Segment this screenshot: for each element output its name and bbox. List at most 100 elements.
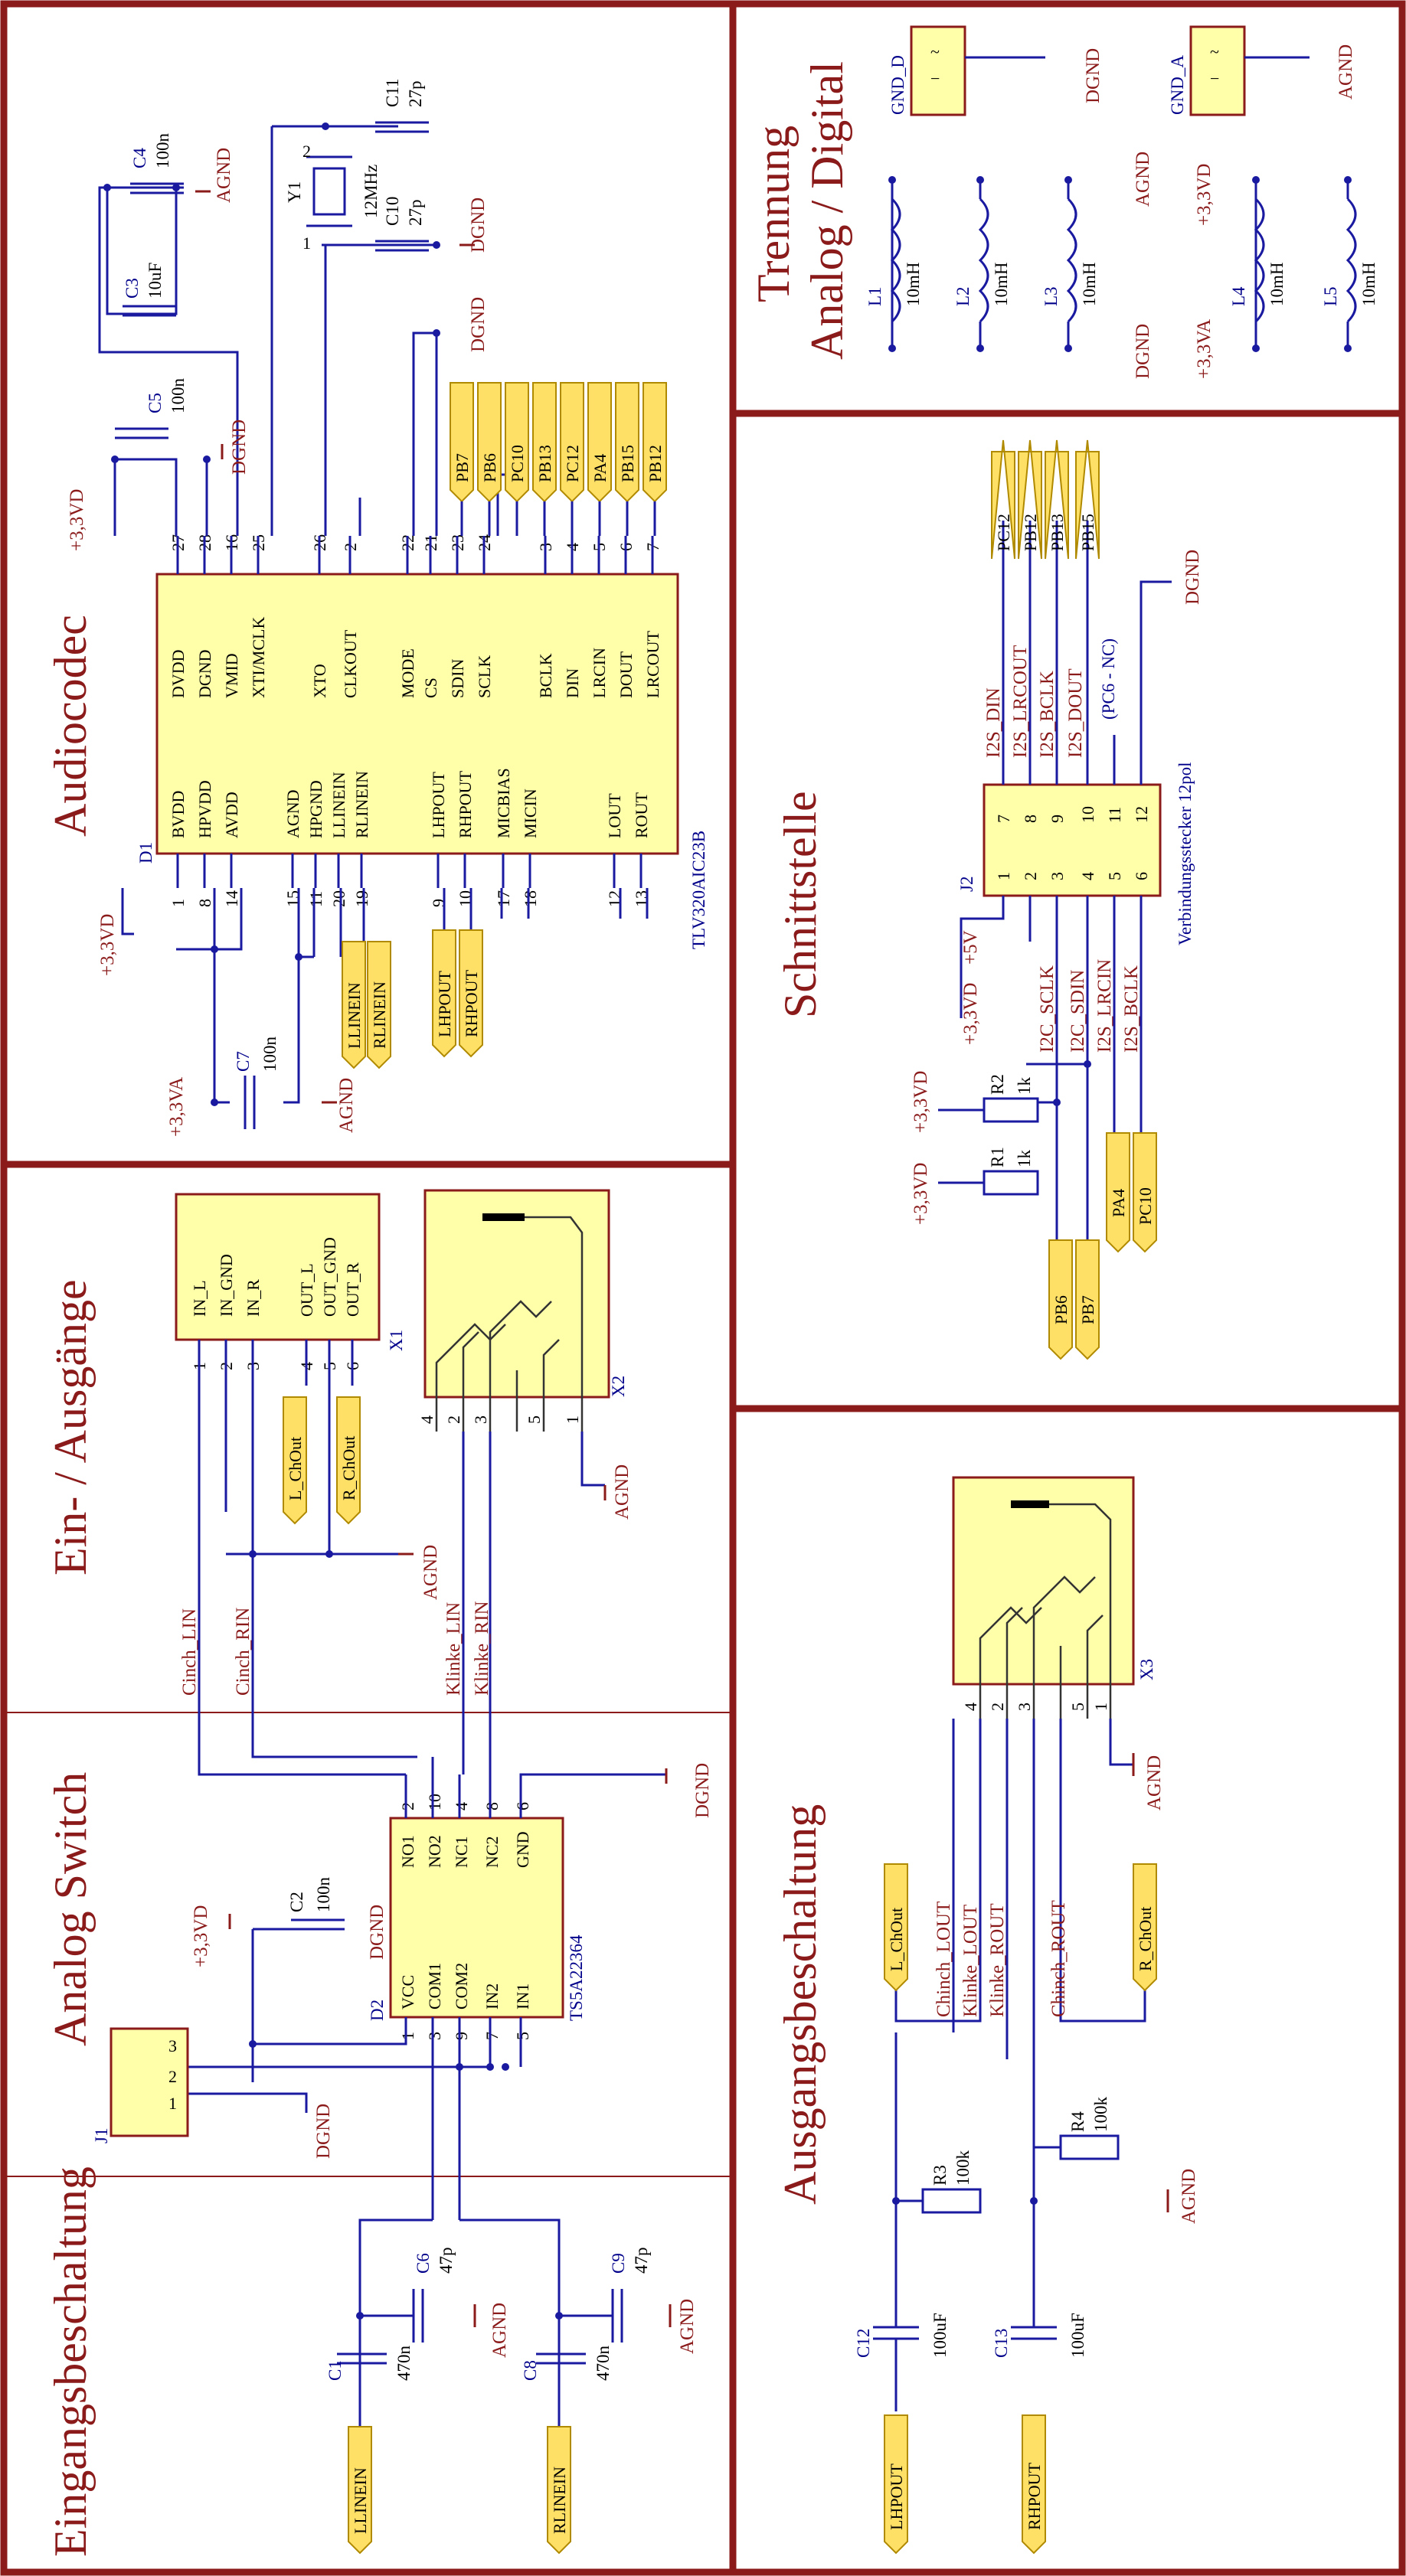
rail-v5: +5V [960,930,981,965]
cap-c8: C8 470n [521,2346,613,2382]
codec-pin-micbias: MICBIAS [494,768,513,838]
tag-l-chout-1: L_ChOut [286,1437,305,1500]
tag-rlinein-1: RLINEIN [370,981,389,1049]
title-ein-ausgaenge: Ein- / Ausgänge [45,1279,96,1575]
rail-agnd-1: AGND [214,148,234,203]
r2-value: 1k [1015,1077,1034,1095]
tag-rhpout-1: RHPOUT [462,969,481,1037]
j2-ref: J2 [957,877,976,892]
title-eingangsbeschaltung: Eingangsbeschaltung [45,2166,96,2557]
codec-pin-xti-mclk: XTI/MCLK [249,617,268,698]
j2-pin-2: 2 [1021,872,1040,880]
gndd-label: GND_D [888,55,907,115]
y1-pin2: 2 [302,142,311,161]
codec-pin-dout: DOUT [616,651,636,698]
codec-pin-xto: XTO [310,664,329,698]
x3-pin-3: 3 [1015,1703,1034,1711]
net-chinch-lout: Chinch_LOUT [934,1902,954,2017]
tag-lhpout-codec: LHPOUT [432,929,456,1058]
tag-l-chout-out: L_ChOut [884,1863,908,1992]
cap-c6: C6 47p [360,2248,456,2343]
net-i2s-dout: I2S_DOUT [1065,668,1086,758]
codec-pinnum-11: 11 [306,891,325,907]
d2-pin-in2: IN2 [482,1983,502,2010]
bus-label-pc10: PC10 [508,445,527,482]
title-schnittstelle: Schnittstelle [775,791,826,1018]
c2-ref: C2 [287,1892,306,1912]
net-i2s-bclk: I2S_BCLK [1121,965,1142,1053]
d2-pin-gnd: GND [513,1831,532,1868]
rail-v33vd-r: +3,3VD [911,1163,931,1225]
c9-value: 47p [632,2248,651,2274]
tag-llinein-2: LLINEIN [351,2467,370,2534]
j2-tag-pb15 [1075,439,1100,560]
gnda-label: GND_A [1168,55,1187,115]
d2-pin-no2: NO2 [425,1835,444,1868]
rail-v33vd-d2: +3,3VD [191,1905,211,1967]
codec-right-pins: DVDD27DGND28VMID16XTI/MCLK25XTO26CLKOUT2… [168,534,662,698]
codec-pin-rhpout: RHPOUT [456,770,475,838]
l2-value: 10mH [992,263,1011,307]
j2-pin-12: 12 [1132,806,1151,823]
c7-value: 100n [260,1037,280,1073]
d2-pinnum-5: 5 [513,2032,532,2040]
cap-c3: C3 10uF [123,263,176,317]
title-audiocodec: Audiocodec [45,615,96,837]
j1-pin1: 1 [168,2094,177,2113]
x2-pin-5: 5 [525,1415,544,1424]
cap-c11: C11 27p [375,79,429,133]
trennung-gnd-a: ~ − GND_A AGND [1168,25,1356,116]
gndd-dgnd: DGND [1083,48,1104,103]
cap-c4: C4 100n [130,133,184,194]
j2-tags-bottom: PB6 PB7 PA4 PC10 [1048,1132,1157,1360]
j2-pin-6: 6 [1132,872,1151,880]
resistor-r4: R4 100k [1034,2097,1120,2160]
resistor-r2: R2 1k [938,1074,1039,1123]
tag-llinein-in: LLINEIN [348,2426,372,2555]
c1-value: 470n [394,2346,414,2382]
c10-ref: C10 [383,197,402,226]
c12-value: 100uF [930,2313,950,2358]
x1-ref: X1 [387,1330,406,1351]
resistor-r3: R3 100k [896,2150,982,2214]
x2-pin-4: 4 [417,1415,437,1424]
c8-value: 470n [593,2346,613,2382]
codec-pinnum-8: 8 [195,899,214,907]
codec-pin-sdin: SDIN [448,659,467,698]
codec-ref: D1 [136,842,155,864]
j2-tag-pc12 [991,439,1015,560]
r2-ref: R2 [988,1074,1007,1095]
bus-label-pb7: PB7 [453,453,472,482]
d2-pin-com2: COM2 [452,1963,471,2010]
net-i2s-din: I2S_DIN [983,687,1004,758]
codec-pin-dvdd: DVDD [168,649,188,698]
codec-pinnum-20: 20 [329,890,348,907]
j2-tag-label-pb13: PB13 [1048,514,1067,551]
c3-value: 10uF [146,263,165,299]
d2-pinnum-10: 10 [425,1794,444,1810]
codec-pin-sclk: SCLK [475,655,494,698]
j1-ref: J1 [92,2128,111,2143]
d2-pinnum-2: 2 [398,1802,417,1810]
net-i2c-sdin: I2C_SDIN [1068,970,1088,1053]
cap-c1: C1 470n [325,2346,414,2382]
rail-v33va-1: +3,3VA [166,1077,187,1137]
j2-pin-3: 3 [1048,872,1067,880]
r4-ref: R4 [1068,2111,1087,2132]
cap-c9: C9 47p [559,2248,651,2343]
c7-ref: C7 [234,1051,253,1072]
trennung-agnd: AGND [1133,152,1153,207]
net-cinch-lin: Cinch_LIN [179,1608,200,1696]
tag-l-chout-2: L_ChOut [887,1908,906,1971]
codec-pin-mode: MODE [398,648,417,698]
codec-pin-bvdd: BVDD [168,791,188,838]
net-i2s-bclk2: I2S_BCLK [1037,671,1058,758]
d2-pin-no1: NO1 [398,1835,417,1868]
bus-tag-pc12 [560,382,584,503]
